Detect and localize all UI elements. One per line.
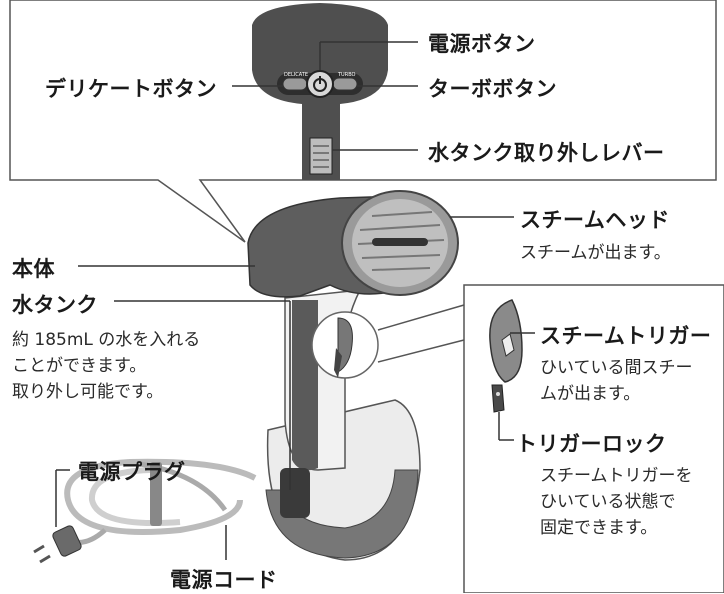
trigger-lock-enlarged <box>491 384 505 413</box>
delicate-button-label: デリケートボタン <box>45 77 217 101</box>
delicate-button-shape <box>282 77 308 91</box>
power-cord <box>64 458 257 535</box>
trigger-lock-desc-2: ひいている状態で <box>540 492 676 512</box>
water-tank-window <box>280 468 310 518</box>
steam-trigger-desc-1: ひいている間スチー <box>540 358 693 378</box>
power-cord-label: 電源コード <box>170 568 278 592</box>
turbo-button-shape <box>332 77 358 91</box>
trigger-callout-box <box>463 284 724 593</box>
top-callout-box <box>9 0 717 243</box>
body-label: 本体 <box>12 257 55 281</box>
power-button-label: 電源ボタン <box>428 32 536 56</box>
cord-tie <box>150 462 162 526</box>
water-tank-label: 水タンク <box>12 293 98 317</box>
water-tank-desc-3: 取り外し可能です。 <box>12 382 164 402</box>
delicate-tag: DELICATE <box>284 72 308 78</box>
trigger-lock-desc-1: スチームトリガーを <box>540 466 693 486</box>
turbo-button-label: ターボボタン <box>428 77 557 101</box>
water-tank-desc-2: ことができます。 <box>12 356 147 376</box>
steam-trigger-desc-2: ムが出ます。 <box>540 384 641 404</box>
steam-slot <box>372 238 428 246</box>
turbo-tag: TURBO <box>337 72 356 78</box>
trigger-lock-desc-3: 固定できます。 <box>540 518 658 538</box>
power-plug-label: 電源プラグ <box>78 460 186 484</box>
tank-release-lever-label: 水タンク取り外しレバー <box>428 141 665 165</box>
tank-lever-shape <box>309 137 333 175</box>
steam-head-desc: スチームが出ます。 <box>520 243 671 263</box>
water-tank-desc-1: 約 185mL の水を入れる <box>12 330 201 350</box>
handle-grip-stripe <box>292 300 318 471</box>
power-plug-shape <box>52 525 82 557</box>
trigger-lock-label: トリガーロック <box>516 432 667 456</box>
steam-trigger-label: スチームトリガー <box>540 324 712 348</box>
steam-head-label: スチームヘッド <box>520 208 670 232</box>
steamer-base-band <box>265 469 419 559</box>
